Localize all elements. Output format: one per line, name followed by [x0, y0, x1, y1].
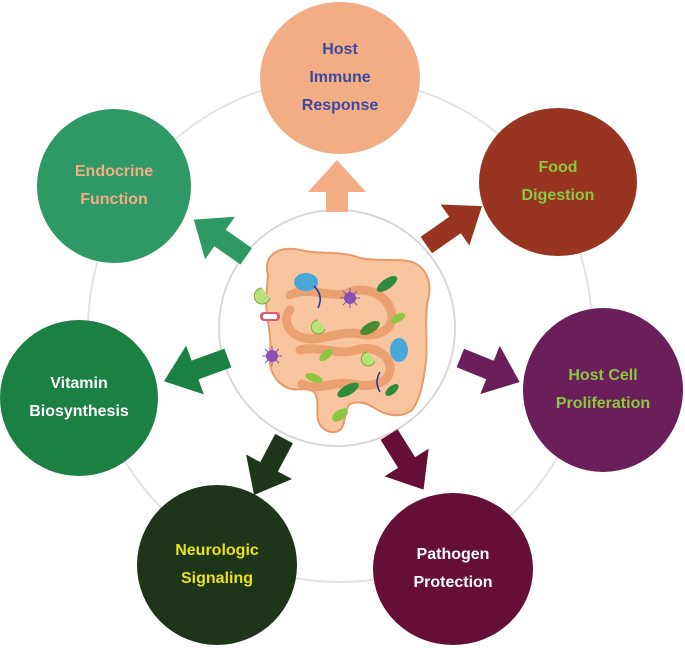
arrow-to-endo	[193, 216, 252, 265]
node-label: Food Digestion	[521, 159, 595, 204]
node-label: Pathogen Protection	[413, 546, 493, 591]
node-host-immune-response: Host Immune Response	[260, 2, 420, 154]
node-label: Host Cell Proliferation	[555, 367, 651, 412]
arrow-to-food	[420, 204, 483, 254]
node-neurologic-signaling: Neurologic Signaling	[137, 485, 297, 645]
arrow-to-pathogen	[380, 429, 429, 490]
node-label: Endocrine Function	[74, 163, 154, 208]
node-label: Host Immune Response	[301, 41, 379, 114]
intestine-with-microbes-icon	[253, 247, 431, 434]
node-endocrine-function: Endocrine Function	[37, 109, 191, 263]
node-label: Neurologic Signaling	[175, 542, 259, 587]
arrow-to-neuro	[246, 433, 293, 496]
node-vitamin-biosynthesis: Vitamin Biosynthesis	[0, 320, 158, 476]
node-pathogen-protection: Pathogen Protection	[373, 493, 533, 645]
node-food-digestion: Food Digestion	[479, 108, 637, 256]
arrow-to-immune	[308, 160, 366, 212]
node-host-cell-proliferation: Host Cell Proliferation	[523, 308, 683, 472]
arrow-to-prolif	[456, 345, 520, 395]
node-label: Vitamin Biosynthesis	[29, 375, 129, 420]
arrow-to-vitamin	[163, 345, 232, 395]
